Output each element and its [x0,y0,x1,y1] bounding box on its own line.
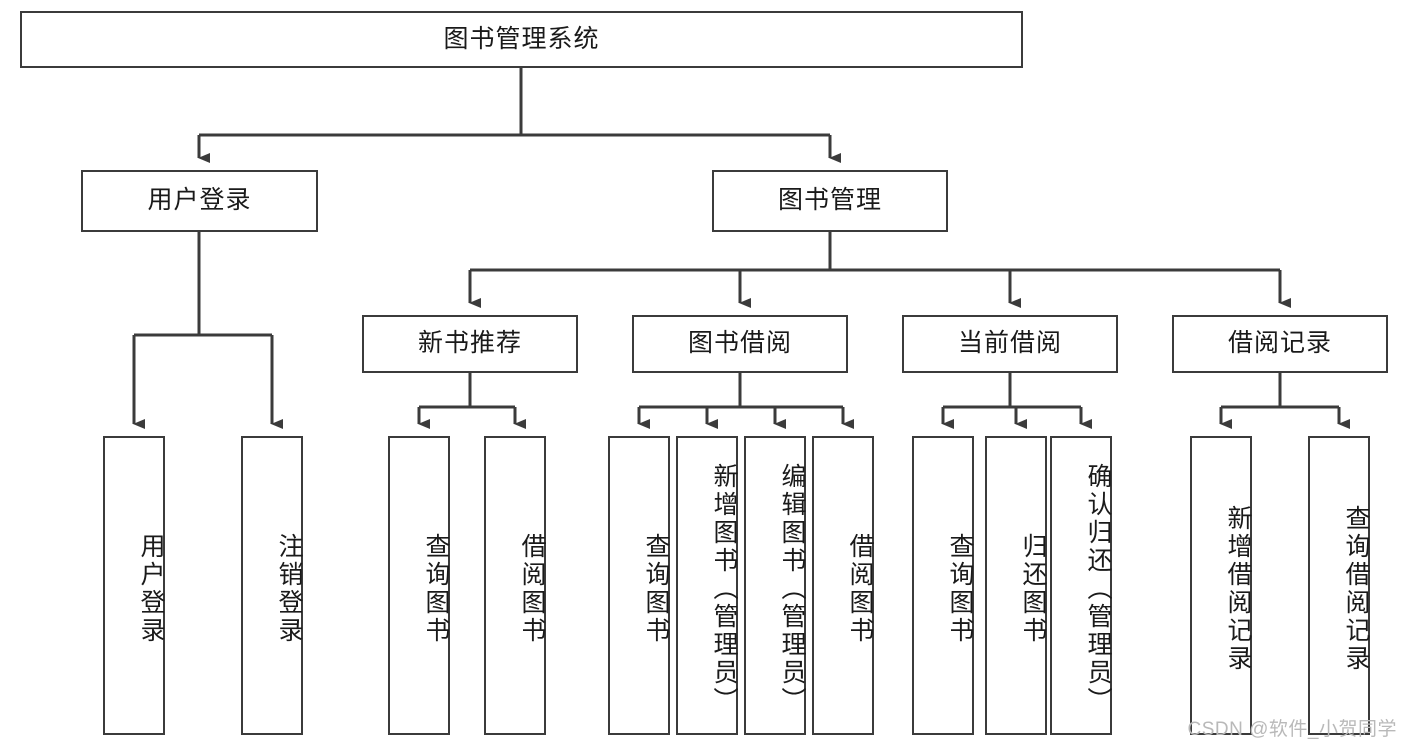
node-label: 确认归还（管理员） [1084,462,1112,715]
node-label: 查询图书 [946,532,974,645]
node-label: 归还图书 [1019,532,1047,645]
node-label: 借阅图书 [846,532,874,645]
node-leaf-logout[interactable]: 注销登录 [241,436,303,735]
node-leaf-query-book-3[interactable]: 查询图书 [912,436,974,735]
node-label: 注销登录 [275,532,303,645]
node-label: 当前借阅 [957,329,1062,358]
node-label: 查询图书 [422,532,450,645]
node-borrow-record[interactable]: 借阅记录 [1172,315,1388,373]
node-label: 借阅记录 [1227,329,1332,358]
node-leaf-return-book[interactable]: 归还图书 [985,436,1047,735]
node-label: 新增借阅记录 [1224,504,1252,673]
node-book-management-system[interactable]: 图书管理系统 [20,11,1023,68]
node-label: 查询图书 [642,532,670,645]
node-leaf-query-book-2[interactable]: 查询图书 [608,436,670,735]
node-label: 用户登录 [137,532,165,645]
node-book-management[interactable]: 图书管理 [712,170,948,232]
node-book-borrow[interactable]: 图书借阅 [632,315,848,373]
node-leaf-user-login[interactable]: 用户登录 [103,436,165,735]
node-label: 借阅图书 [518,532,546,645]
node-label: 图书管理 [777,186,882,215]
node-leaf-borrow-book-1[interactable]: 借阅图书 [484,436,546,735]
node-leaf-edit-book-admin[interactable]: 编辑图书（管理员） [744,436,806,735]
node-label: 图书借阅 [687,329,792,358]
node-label: 查询借阅记录 [1342,504,1370,673]
node-leaf-add-book-admin[interactable]: 新增图书（管理员） [676,436,738,735]
node-user-login[interactable]: 用户登录 [81,170,318,232]
node-label: 用户登录 [147,186,252,215]
node-current-borrow[interactable]: 当前借阅 [902,315,1118,373]
csdn-watermark: CSDN @软件_小贺同学 [1187,719,1397,740]
node-leaf-borrow-book-2[interactable]: 借阅图书 [812,436,874,735]
node-label: 新书推荐 [417,329,522,358]
node-leaf-query-borrow-record[interactable]: 查询借阅记录 [1308,436,1370,735]
node-label: 编辑图书（管理员） [778,462,806,715]
node-new-book-recommend[interactable]: 新书推荐 [362,315,578,373]
node-leaf-query-book-1[interactable]: 查询图书 [388,436,450,735]
node-label: 新增图书（管理员） [710,462,738,715]
node-leaf-add-borrow-record[interactable]: 新增借阅记录 [1190,436,1252,735]
node-leaf-confirm-return-admin[interactable]: 确认归还（管理员） [1050,436,1112,735]
node-label: 图书管理系统 [443,24,600,53]
